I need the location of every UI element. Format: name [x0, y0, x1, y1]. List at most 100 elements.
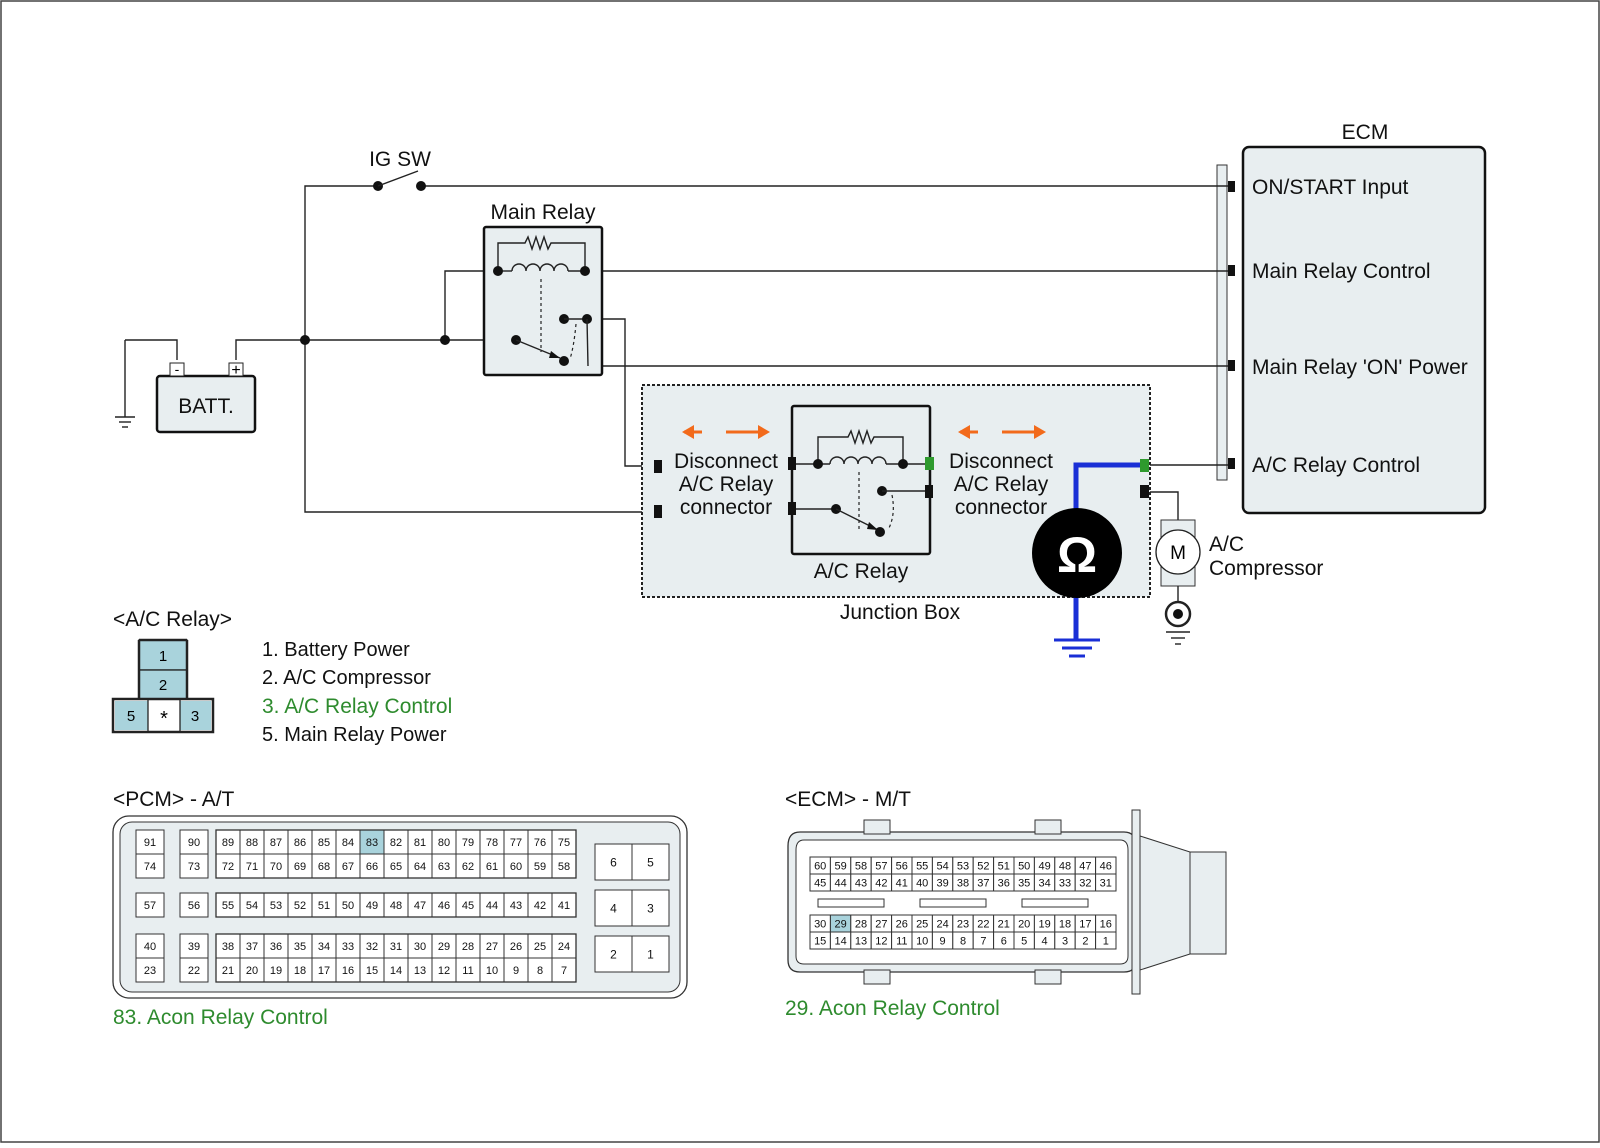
pcm-pin-37-cell [239, 933, 265, 959]
pcm-pin-45-label: 45 [462, 900, 474, 912]
ecm-pin-53-label: 53 [957, 860, 969, 872]
junction-node-2 [440, 335, 450, 345]
pcm-pin-82-label: 82 [390, 837, 402, 849]
pcm-pin-22-cell [179, 957, 209, 983]
ecm-pin-1-cell [1095, 931, 1117, 950]
pcm-pin-77-label: 77 [510, 837, 522, 849]
jb-terminal-left-2 [654, 505, 662, 518]
pcm-pin-23-cell [135, 957, 165, 983]
ecm-pin-36-label: 36 [998, 877, 1010, 889]
ac-relay-label: A/C Relay [814, 560, 909, 583]
pcm-pin-27-label: 27 [486, 941, 498, 953]
pcm-pin-1-label: 1 [647, 947, 654, 961]
disconnect-right: Disconnect A/C Relay connector [949, 425, 1053, 519]
pcm-pin-20-cell [239, 957, 265, 983]
ecm-title: ECM [1342, 121, 1389, 144]
pcm-pin-91-cell [135, 829, 165, 855]
ecm-pin-16-label: 16 [1100, 918, 1112, 930]
pcm-pin-90-label: 90 [188, 837, 200, 849]
ecm-pin-31-label: 31 [1100, 877, 1112, 889]
pcm-pin-40-cell [135, 933, 165, 959]
ecm-pin-46-label: 46 [1100, 860, 1112, 872]
ac-relay-connector-title: <A/C Relay> [113, 608, 232, 631]
pcm-pin-group-frame [215, 892, 577, 918]
pcm-pin-38-cell [215, 933, 241, 959]
ecm-pin-21-label: 21 [998, 918, 1010, 930]
ac-relay-pin-1: 1 [159, 648, 167, 665]
ecm-pin-58-label: 58 [855, 860, 867, 872]
ac-relay-pin-blank: * [160, 708, 168, 730]
pcm-pin-11-label: 11 [462, 965, 473, 977]
ac-relay-pin-5: 5 [127, 708, 135, 725]
ecm-pin-55-label: 55 [916, 860, 928, 872]
pcm-pin-26-label: 26 [510, 941, 522, 953]
ecm-pin-27-label: 27 [875, 918, 887, 930]
ohmmeter-ground-icon [1054, 638, 1100, 658]
pcm-pin-19-label: 19 [270, 965, 282, 977]
pcm-pin-6-label: 6 [610, 855, 617, 869]
pcm-pin-group-frame [215, 829, 577, 879]
ecm-pin-41-label: 41 [896, 877, 908, 889]
ecm-pin-ac-relay-control: A/C Relay Control [1252, 454, 1420, 477]
pcm-pin-56-label: 56 [188, 900, 200, 912]
motor-symbol: M [1170, 543, 1186, 564]
pcm-pin-40-label: 40 [144, 941, 156, 953]
pcm-pin-33-label: 33 [342, 941, 354, 953]
pcm-pin-74-cell [135, 853, 165, 879]
pcm-pin-57-cell [135, 892, 165, 918]
ecm-pin-9-label: 9 [940, 935, 946, 947]
compressor-label-line2: Compressor [1209, 557, 1323, 580]
pcm-pin-9-cell [503, 957, 529, 983]
pcm-pin-72-label: 72 [222, 861, 234, 873]
pcm-pin-84-label: 84 [342, 837, 354, 849]
battery: - + BATT. [155, 361, 257, 434]
pcm-pin-87-label: 87 [270, 837, 282, 849]
battery-minus-label: - [175, 361, 180, 377]
ecm-pin-13-label: 13 [855, 935, 867, 947]
pcm-connector-title: <PCM> - A/T [113, 788, 235, 811]
pcm-pin-44-label: 44 [486, 900, 498, 912]
ecm-pin-15-label: 15 [814, 935, 826, 947]
disconnect-left-line2: A/C Relay [679, 473, 774, 496]
legend-4: 5. Main Relay Power [262, 724, 447, 746]
pcm-pin-5-cell [631, 843, 670, 881]
pcm-pin-37-label: 37 [246, 941, 258, 953]
pcm-pin-85-cell [311, 829, 337, 855]
pcm-pin-68-label: 68 [318, 861, 330, 873]
main-relay: Main Relay [482, 201, 604, 377]
ecm-pin-18-label: 18 [1059, 918, 1071, 930]
pcm-pin-77-cell [503, 829, 529, 855]
pcm-pin-85-label: 85 [318, 837, 330, 849]
pcm-pin-36-label: 36 [270, 941, 282, 953]
legend-1: 1. Battery Power [262, 639, 410, 661]
ecm-pin-59-label: 59 [834, 860, 846, 872]
ecm-terminal-4 [1228, 458, 1235, 469]
pcm-pin-64-cell [407, 853, 433, 879]
pcm-pin-66-label: 66 [366, 861, 378, 873]
pcm-pin-79-cell [455, 829, 481, 855]
pcm-pin-62-label: 62 [462, 861, 474, 873]
pcm-pin-7-cell [551, 957, 577, 983]
pcm-pin-15-label: 15 [366, 965, 378, 977]
pcm-pin-24-label: 24 [558, 941, 570, 953]
ecm-pin-main-relay-on-power: Main Relay 'ON' Power [1252, 356, 1468, 379]
ac-compressor: M A/C Compressor [1155, 519, 1323, 645]
pcm-pin-61-label: 61 [486, 861, 498, 873]
ig-sw-contact-right [416, 181, 426, 191]
ecm-pin-48-label: 48 [1059, 860, 1071, 872]
pcm-pin-42-label: 42 [534, 900, 546, 912]
pcm-pin-70-cell [263, 853, 289, 879]
pcm-pin-16-label: 16 [342, 965, 354, 977]
pcm-pin-28-cell [455, 933, 481, 959]
ecm-pin-12-label: 12 [875, 935, 887, 947]
pcm-pin-55-label: 55 [222, 900, 234, 912]
pcm-pin-5-label: 5 [647, 855, 654, 869]
ecm-pin-56-label: 56 [896, 860, 908, 872]
pcm-pin-82-cell [383, 829, 409, 855]
pcm-pin-22-label: 22 [188, 965, 200, 977]
pcm-pin-54-label: 54 [246, 900, 258, 912]
ecm-caption: 29. Acon Relay Control [785, 997, 1000, 1020]
